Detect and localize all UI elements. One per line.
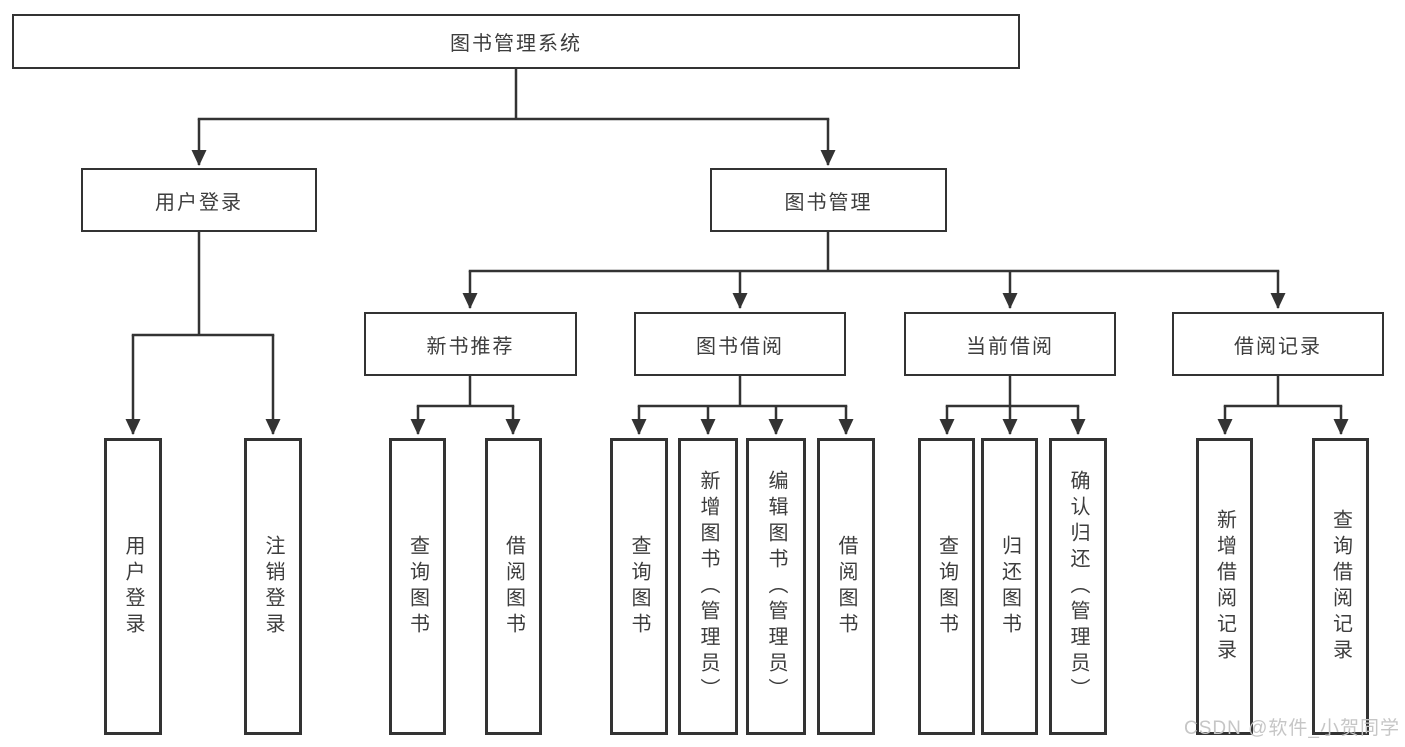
leaf-query-book-borrow: 查询图书 (610, 438, 668, 735)
node-book-management-branch: 图书管理 (710, 168, 947, 232)
leaf-borrow-book: 借阅图书 (817, 438, 875, 735)
root-to-branches-connector (191, 69, 836, 166)
leaf-confirm-return-admin: 确认归还（管理员） (1049, 438, 1107, 735)
leaf-add-borrow-record: 新增借阅记录 (1196, 438, 1253, 735)
leaf-add-book-admin: 新增图书（管理员） (678, 438, 738, 735)
node-book-borrow: 图书借阅 (634, 312, 846, 376)
new-book-section-connector (410, 376, 521, 435)
book-borrow-section-connector (631, 376, 854, 435)
node-current-borrow: 当前借阅 (904, 312, 1116, 376)
leaf-query-book-recommend: 查询图书 (389, 438, 446, 735)
borrow-record-section-connector (1217, 376, 1349, 435)
node-root-library-system: 图书管理系统 (12, 14, 1020, 69)
leaf-return-book: 归还图书 (981, 438, 1038, 735)
leaf-query-borrow-record: 查询借阅记录 (1312, 438, 1369, 735)
book-management-branch-connector (462, 232, 1286, 309)
node-borrow-record: 借阅记录 (1172, 312, 1384, 376)
leaf-user-login: 用户登录 (104, 438, 162, 735)
csdn-watermark: CSDN @软件_小贺同学 (1184, 718, 1400, 739)
node-new-book-recommend: 新书推荐 (364, 312, 577, 376)
leaf-logout: 注销登录 (244, 438, 302, 735)
leaf-borrow-book-recommend: 借阅图书 (485, 438, 542, 735)
user-login-branch-connector (125, 232, 281, 435)
leaf-query-book-current: 查询图书 (918, 438, 975, 735)
leaf-edit-book-admin: 编辑图书（管理员） (746, 438, 806, 735)
node-user-login-branch: 用户登录 (81, 168, 317, 232)
current-borrow-section-connector (939, 376, 1086, 435)
